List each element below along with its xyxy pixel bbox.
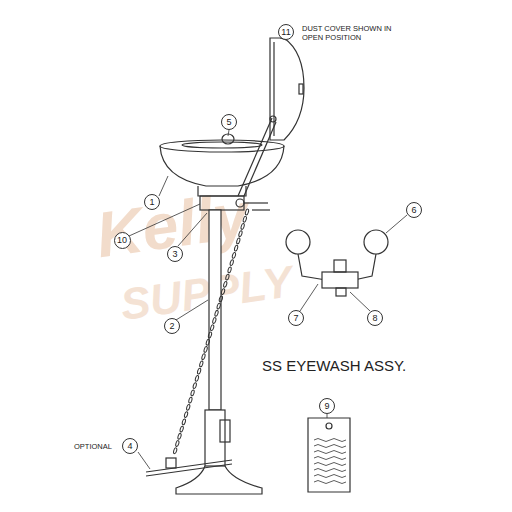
parts-drawing: [146, 38, 388, 494]
callout-number: 7: [293, 314, 298, 323]
callout-number: 9: [324, 402, 329, 411]
callout-circle: 7: [288, 310, 304, 326]
callout-circle: 6: [406, 202, 422, 218]
pedal-chain: [173, 209, 249, 454]
callout-number: 4: [127, 442, 132, 451]
callout-circle: 5: [221, 114, 237, 130]
callout-circle: 11: [278, 24, 294, 40]
callout-circle: 10: [114, 232, 131, 249]
callout-number: 1: [149, 198, 154, 207]
callout-number: 2: [169, 322, 174, 331]
callout-number: 10: [117, 236, 127, 245]
callout-circle: 3: [167, 246, 183, 262]
callout-number: 8: [372, 314, 377, 323]
callout-circle: 2: [164, 318, 180, 334]
callout-number: 11: [281, 28, 290, 37]
callout-circle: 8: [367, 310, 383, 326]
watermark: SUPPLY: [117, 256, 295, 330]
optional-note: OPTIONAL: [74, 442, 112, 451]
callout-circle: 4: [122, 438, 138, 454]
leader-lines: [129, 38, 407, 469]
assembly-title: SS EYEWASH ASSY.: [262, 357, 406, 374]
callout-number: 6: [411, 206, 416, 215]
callout-number: 5: [226, 118, 231, 127]
callout-circle: 1: [144, 194, 160, 210]
callout-circle: 9: [319, 398, 335, 414]
note-text: DUST COVER SHOWN IN OPEN POSITION: [302, 24, 412, 42]
tag-text-lines: [314, 439, 346, 484]
callout-number: 3: [172, 250, 177, 259]
